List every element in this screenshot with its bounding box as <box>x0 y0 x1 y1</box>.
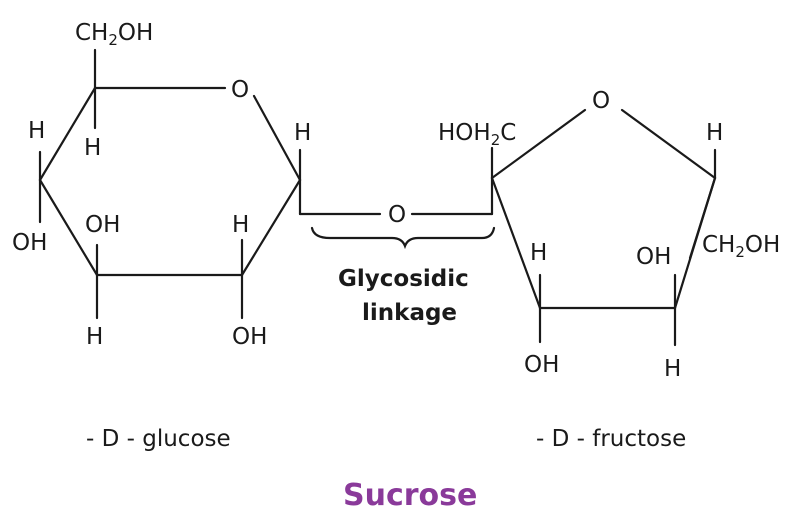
fructose-ring-oxygen: O <box>592 88 610 114</box>
bond-c4-c5 <box>38 86 97 182</box>
fructose-c3-h: H <box>530 240 547 266</box>
fructose-name: - D - fructose <box>536 426 686 452</box>
glucose-ring <box>38 86 302 277</box>
glycosidic-label-line1: Glycosidic <box>338 266 469 292</box>
glucose-c5-h: H <box>84 135 101 161</box>
fructose-c4-oh: OH <box>636 244 671 270</box>
glucose-c4-oh: OH <box>12 230 47 256</box>
glucose-name: - D - glucose <box>86 426 231 452</box>
fructose-substituent-bonds <box>490 146 717 347</box>
fructose-ring <box>490 108 717 310</box>
fructose-c6-ch2oh-label: CH2OH <box>702 232 780 261</box>
glycosidic-oxygen: O <box>388 202 406 228</box>
fructose-hoh2c-label: HOH2C <box>438 120 516 149</box>
fructose-c4-h: H <box>664 356 681 382</box>
bond-c3-c4 <box>38 178 99 277</box>
glucose-c3-oh: OH <box>85 212 120 238</box>
glycosidic-label-line2: linkage <box>362 300 457 326</box>
glucose-c2-h: H <box>232 212 249 238</box>
bond-c1-c2 <box>240 178 302 277</box>
glycosidic-linkage <box>298 212 496 250</box>
glucose-substituent-bonds <box>38 48 302 320</box>
bond-ring-o-c5 <box>620 108 717 180</box>
bond-c3-c2 <box>490 176 542 310</box>
bond-c2-ring-o <box>490 108 587 180</box>
glucose-ch2oh-label: CH2OH <box>75 20 153 49</box>
glucose-c3-h: H <box>86 324 103 350</box>
glucose-ring-oxygen: O <box>231 77 249 103</box>
glucose-c4-h: H <box>28 118 45 144</box>
bond-ring-o-c1 <box>252 94 302 182</box>
fructose-c5-h: H <box>706 120 723 146</box>
glucose-c1-h: H <box>294 120 311 146</box>
sucrose-title: Sucrose <box>343 478 477 513</box>
fructose-c3-oh: OH <box>524 352 559 378</box>
glucose-c2-oh: OH <box>232 324 267 350</box>
linkage-brace <box>310 226 496 250</box>
bond-c5-ch2oh <box>688 176 717 260</box>
